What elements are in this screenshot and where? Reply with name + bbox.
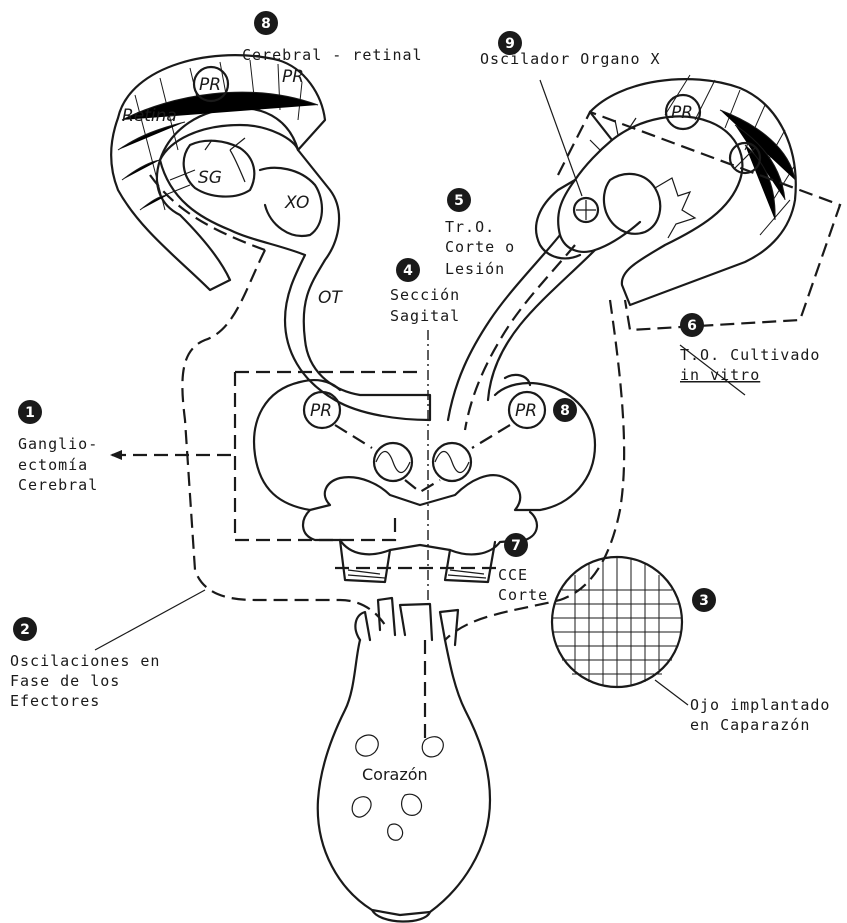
badge-4: 4 — [396, 258, 420, 282]
ojo-pointer — [655, 680, 688, 705]
oscilador-pointer — [540, 80, 582, 196]
label-lesion: Lesión — [445, 260, 505, 278]
badge-7: 7 — [504, 533, 528, 557]
osc-coupling-arrow — [405, 480, 440, 492]
label-oscilador-organo-x: Oscilador Organo X — [480, 50, 661, 68]
label-in-vitro: in vitro — [680, 366, 760, 384]
label-oscilaciones: Oscilaciones en — [10, 652, 160, 670]
left-oscillator — [374, 443, 412, 481]
right-oscillator — [433, 443, 471, 481]
svg-text:1: 1 — [25, 405, 35, 421]
label-pr-left-eye: PR — [199, 75, 221, 95]
label-sg: SG — [198, 168, 222, 188]
label-pr-brain-right: PR — [515, 401, 537, 421]
badge-2: 2 — [13, 617, 37, 641]
label-ojo-implantado: Ojo implantado — [690, 696, 830, 714]
svg-text:8: 8 — [560, 403, 570, 419]
label-ectomia: ectomía — [18, 456, 88, 474]
label-corte-o: Corte o — [445, 238, 515, 256]
badge-6: 6 — [680, 313, 704, 337]
svg-text:7: 7 — [511, 538, 521, 554]
label-seccion: Sección — [390, 286, 460, 304]
right-eye-oscillator — [574, 198, 598, 222]
label-cerebral: Cerebral — [18, 476, 98, 494]
svg-text:2: 2 — [20, 622, 30, 638]
label-ganglio: Ganglio- — [18, 435, 98, 453]
label-tr-o: Tr.O. — [445, 218, 495, 236]
badge-8-top: 8 — [254, 11, 278, 35]
badge-8-right: 8 — [553, 398, 577, 422]
label-pr-right-eye: PR — [671, 103, 693, 123]
pr-to-osc-right-arrow — [472, 425, 510, 448]
ganglionectomy-box — [235, 372, 420, 540]
label-ot: OT — [318, 288, 343, 308]
svg-text:5: 5 — [454, 193, 464, 209]
label-sagital: Sagital — [390, 307, 460, 325]
label-pr-brain-left: PR — [310, 401, 332, 421]
oscilaciones-pointer — [95, 590, 205, 650]
label-fase: Fase de los — [10, 672, 120, 690]
label-cce: CCE — [498, 566, 528, 584]
label-retina: Retina — [122, 106, 177, 126]
svg-text:4: 4 — [403, 263, 413, 279]
label-corte: Corte — [498, 586, 548, 604]
label-xo: XO — [284, 193, 309, 213]
svg-text:6: 6 — [687, 318, 697, 334]
badge-3: 3 — [692, 588, 716, 612]
label-cerebral-retinal-pr: PR — [282, 67, 304, 87]
svg-text:3: 3 — [699, 593, 709, 609]
label-corazon: Corazón — [362, 765, 428, 784]
ganglio-arrowhead — [110, 450, 122, 460]
svg-text:8: 8 — [261, 16, 271, 32]
label-cerebral-retinal: Cerebral - retinal — [242, 46, 423, 64]
heart — [318, 598, 490, 922]
pr-to-osc-left-arrow — [335, 425, 372, 448]
badge-5: 5 — [447, 188, 471, 212]
badge-1: 1 — [18, 400, 42, 424]
label-efectores: Efectores — [10, 692, 100, 710]
implanted-eye-grid — [552, 557, 682, 687]
label-en-caparazon: en Caparazón — [690, 716, 810, 734]
